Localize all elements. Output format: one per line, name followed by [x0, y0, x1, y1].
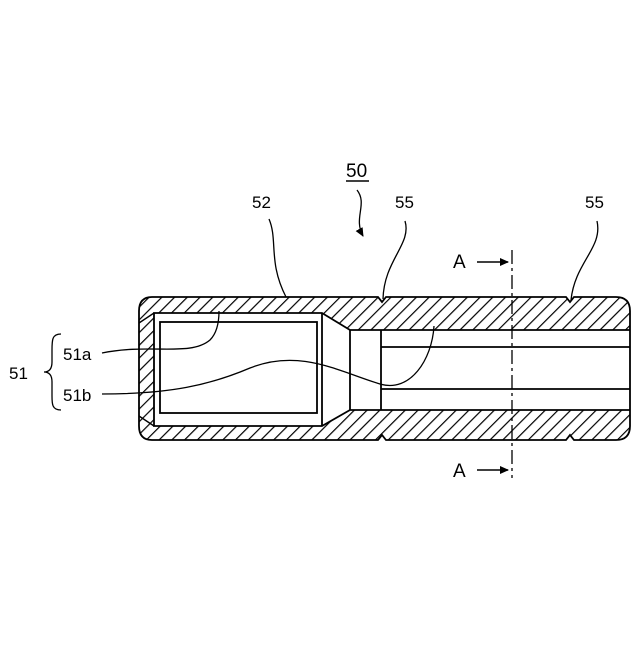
label-51b: 51b — [63, 386, 91, 405]
leader-55-right — [571, 221, 598, 300]
brace-51 — [44, 334, 61, 410]
body-wall-hatched — [139, 297, 630, 440]
label-52: 52 — [252, 193, 271, 212]
label-55-right: 55 — [585, 193, 604, 212]
label-section-bottom: A — [453, 461, 466, 482]
leader-52 — [269, 219, 286, 297]
leader-55-left — [383, 221, 406, 299]
insert-member-51a — [160, 322, 317, 413]
label-50: 50 — [346, 161, 367, 182]
label-55-left: 55 — [395, 193, 414, 212]
leader-50 — [357, 190, 363, 236]
label-section-top: A — [453, 252, 466, 273]
inner-cavity-outline — [154, 313, 630, 426]
label-51: 51 — [9, 364, 28, 383]
label-51a: 51a — [63, 345, 92, 364]
